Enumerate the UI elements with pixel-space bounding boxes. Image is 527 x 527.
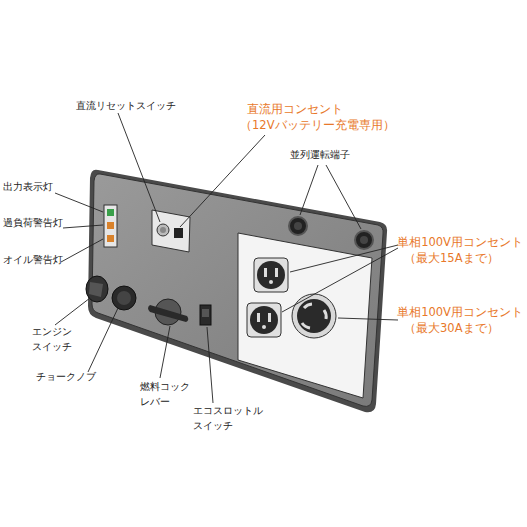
outlet-plate [238, 233, 372, 398]
panel-edge [88, 170, 387, 413]
choke-knob [112, 286, 136, 310]
callout-label: 直流リセットスイッチ [76, 99, 176, 114]
callout-label: 並列運転端子 [290, 148, 350, 163]
callout-label: 直流用コンセント [247, 101, 343, 118]
parallel-terminal [289, 217, 373, 249]
outlet-15a [247, 303, 281, 337]
leader-lines [55, 113, 398, 403]
callout-label: 出力表示灯 [3, 180, 53, 195]
callout-label: （12Vバッテリー充電専用） [240, 117, 395, 134]
callout-label: 単相100V用コンセント [397, 234, 523, 251]
callout-label: 過負荷警告灯 [3, 216, 63, 231]
fuel-cock [148, 299, 188, 325]
callout-label: エコスロットル スイッチ [193, 404, 273, 433]
panel-face [92, 174, 383, 407]
callout-label: エンジン スイッチ [32, 325, 84, 354]
outlet-15a [254, 258, 288, 292]
indicator-lamps [104, 205, 117, 247]
callout-label: 燃料コック レバー [140, 380, 204, 409]
eco-switch [200, 305, 211, 325]
callout-label: 単相100V用コンセント [397, 304, 523, 321]
outlet-30a [292, 294, 336, 338]
callout-label: （最大15Aまで） [404, 250, 499, 267]
callout-label: （最大30Aまで） [404, 320, 499, 337]
callout-label: オイル警告灯 [3, 253, 63, 268]
callout-label: チョークノブ [36, 370, 96, 385]
